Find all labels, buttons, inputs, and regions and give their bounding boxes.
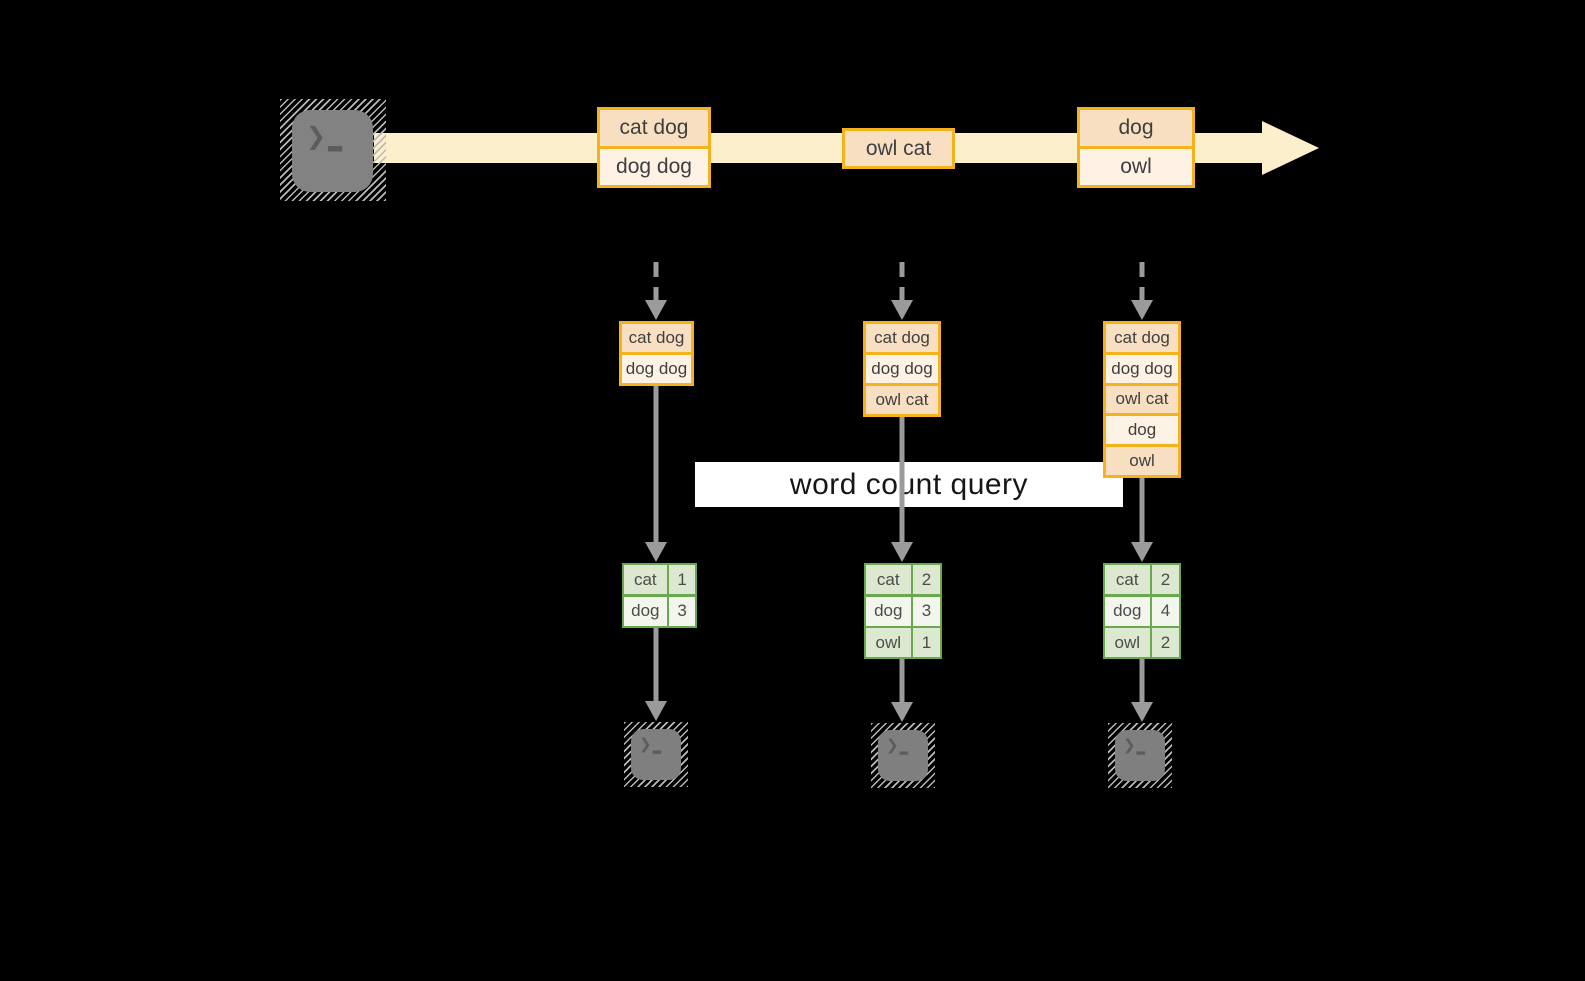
word-cell: cat <box>624 565 667 595</box>
word-cell: owl <box>866 628 911 657</box>
count-cell: 3 <box>669 596 695 626</box>
count-cell: 1 <box>913 628 940 657</box>
count-table-1: cat 1 dog 3 <box>622 563 697 628</box>
word-cell: dog <box>1105 596 1150 626</box>
query-label: word count query <box>789 467 1029 501</box>
output-arrows <box>645 628 1153 722</box>
event-line: owl cat <box>845 131 952 166</box>
stream-event-2: owl cat <box>842 128 955 169</box>
batch-2: cat dog dog dog owl cat <box>863 321 941 417</box>
count-cell: 1 <box>669 565 695 595</box>
prompt-glyph: ❯▂ <box>1123 736 1145 755</box>
query-label-band: word count query <box>695 462 1123 507</box>
sink-terminal-icon-1: ❯▂ <box>624 722 688 787</box>
batch-3: cat dog dog dog owl cat dog owl <box>1103 321 1181 478</box>
batch-line: cat dog <box>622 324 691 352</box>
stream-event-3: dog owl <box>1077 107 1195 188</box>
count-cell: 2 <box>913 565 940 594</box>
batch-1: cat dog dog dog <box>619 321 694 386</box>
count-cell: 2 <box>1152 628 1179 657</box>
prompt-glyph: ❯▂ <box>639 735 661 754</box>
word-cell: cat <box>1105 565 1150 594</box>
event-line: owl <box>1080 149 1192 185</box>
event-line: dog <box>1080 110 1192 146</box>
batch-line: cat dog <box>866 324 938 352</box>
terminal-icon: ❯▂ <box>878 730 928 781</box>
prompt-glyph: ❯▂ <box>886 736 908 755</box>
batch-line: owl cat <box>1106 385 1178 414</box>
batch-line: dog <box>1106 416 1178 445</box>
count-cell: 4 <box>1152 596 1179 626</box>
terminal-icon: ❯▂ <box>1115 730 1165 781</box>
word-cell: cat <box>866 565 911 594</box>
batch-dashed-arrows <box>645 262 1153 320</box>
count-table-3: cat 2 dog 4 owl 2 <box>1103 563 1181 659</box>
batch-line: owl cat <box>866 386 938 414</box>
source-terminal-icon: ❯▂ <box>280 99 386 201</box>
count-cell: 2 <box>1152 565 1179 594</box>
count-cell: 3 <box>913 596 940 626</box>
terminal-icon: ❯▂ <box>292 110 373 192</box>
sink-terminal-icon-3: ❯▂ <box>1108 723 1172 788</box>
count-table-2: cat 2 dog 3 owl 1 <box>864 563 942 659</box>
batch-line: dog dog <box>866 355 938 383</box>
batch-line: dog dog <box>1106 354 1178 383</box>
terminal-icon: ❯▂ <box>631 729 681 780</box>
event-line: dog dog <box>600 149 708 185</box>
batch-line: owl <box>1106 447 1178 475</box>
batch-line: cat dog <box>1106 324 1178 352</box>
word-cell: dog <box>624 596 667 626</box>
sink-terminal-icon-2: ❯▂ <box>871 723 935 788</box>
query-arrows <box>645 385 1153 562</box>
prompt-glyph: ❯▂ <box>306 122 342 152</box>
event-line: cat dog <box>600 110 708 146</box>
word-cell: owl <box>1105 628 1150 657</box>
batch-line: dog dog <box>622 355 691 383</box>
word-cell: dog <box>866 596 911 626</box>
stream-event-1: cat dog dog dog <box>597 107 711 188</box>
